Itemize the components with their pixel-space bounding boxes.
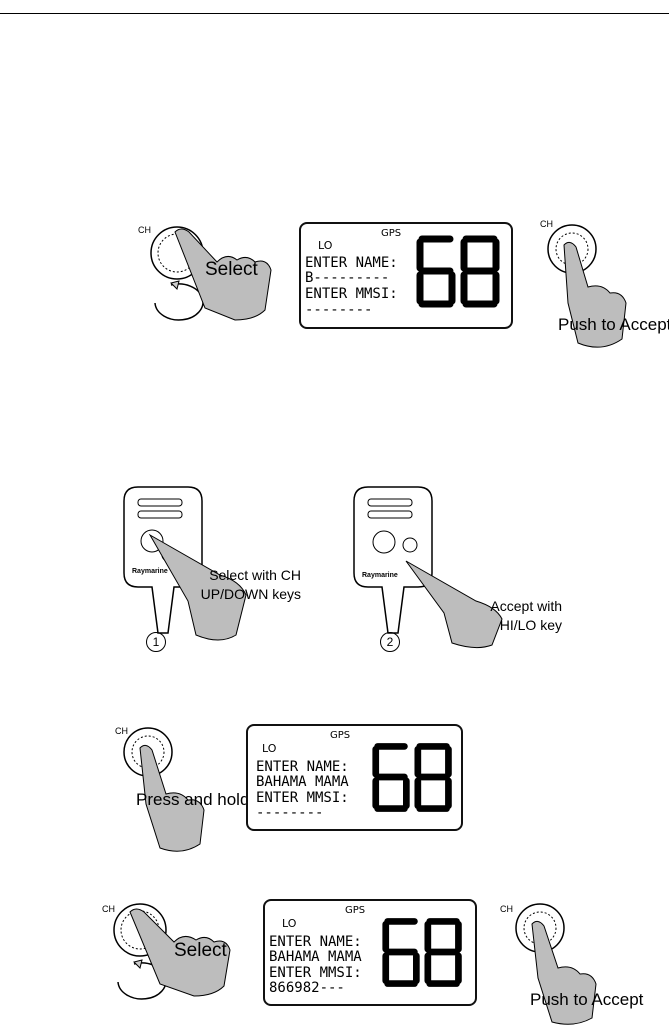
channel-digits [372, 743, 452, 812]
lcd-display-step3: GPS LO ENTER NAME: BAHAMA MAMA ENTER MMS… [246, 724, 463, 831]
push-knob-icon [515, 903, 597, 1025]
handset-icon [353, 486, 503, 649]
handset-icon [123, 486, 247, 641]
display-line-2: BAHAMA MAMA [256, 774, 349, 790]
gps-indicator: GPS [381, 228, 402, 239]
brand-label: Raymarine [362, 572, 398, 579]
push-to-accept-label: Push to Accept [558, 315, 669, 334]
callout-accept-hilo-key: Accept with HI/LO key [436, 597, 562, 635]
callout-line-2: UP/DOWN keys [200, 586, 301, 602]
step-number-1: 1 [146, 632, 166, 652]
step4-push-dial: CH Push to Accept [500, 898, 669, 1026]
display-line-3: ENTER MMSI: [256, 790, 349, 806]
step3-press-hold-dial: CH Press and hold [112, 722, 252, 857]
top-rule [0, 13, 669, 14]
ch-label: CH [138, 225, 151, 235]
display-line-4: 866982--- [269, 980, 345, 996]
ch-label: CH [115, 726, 128, 736]
ch-label: CH [102, 904, 115, 914]
step4-select-dial: CH Select [100, 898, 250, 1026]
lcd-display-step4: GPS LO ENTER NAME: BAHAMA MAMA ENTER MMS… [263, 899, 477, 1006]
select-label: Select [205, 259, 258, 280]
select-label: Select [174, 940, 227, 961]
gps-indicator: GPS [345, 905, 366, 916]
gps-indicator: GPS [330, 730, 351, 741]
callout-line-1: Accept with [490, 598, 562, 614]
lcd-display-step1: GPS LO ENTER NAME: B--------- ENTER MMSI… [299, 222, 513, 329]
lo-indicator: LO [282, 917, 297, 930]
ch-label: CH [500, 904, 513, 914]
display-line-3: ENTER MMSI: [269, 965, 362, 981]
callout-line-2: HI/LO key [499, 617, 562, 633]
push-knob-icon [123, 727, 205, 852]
callout-line-1: Select with CH [209, 567, 301, 583]
press-and-hold-label: Press and hold [136, 790, 250, 809]
step1-select-dial: CH Select [135, 215, 275, 335]
lo-indicator: LO [262, 742, 277, 755]
brand-label: Raymarine [132, 568, 168, 575]
display-line-2: BAHAMA MAMA [269, 949, 362, 965]
handset-right: Raymarine [350, 485, 560, 650]
display-line-2: B--------- [305, 270, 390, 286]
lo-indicator: LO [318, 239, 333, 252]
callout-select-ch-keys: Select with CH UP/DOWN keys [175, 566, 301, 604]
display-line-1: ENTER NAME: [305, 255, 398, 271]
display-line-1: ENTER NAME: [269, 934, 362, 950]
channel-digits [382, 918, 462, 987]
display-line-1: ENTER NAME: [256, 759, 349, 775]
handset-left: Raymarine [120, 485, 320, 650]
step1-push-dial: CH Push to Accept [540, 215, 669, 355]
ch-label: CH [540, 219, 553, 229]
display-line-4: -------- [305, 302, 373, 318]
push-to-accept-label: Push to Accept [530, 990, 644, 1009]
step-number-2: 2 [380, 632, 400, 652]
hand-icon [129, 908, 231, 997]
push-knob-icon [547, 224, 627, 348]
display-line-4: -------- [256, 805, 324, 821]
channel-digits [416, 235, 500, 308]
hand-icon [174, 228, 272, 321]
display-line-3: ENTER MMSI: [305, 286, 398, 302]
